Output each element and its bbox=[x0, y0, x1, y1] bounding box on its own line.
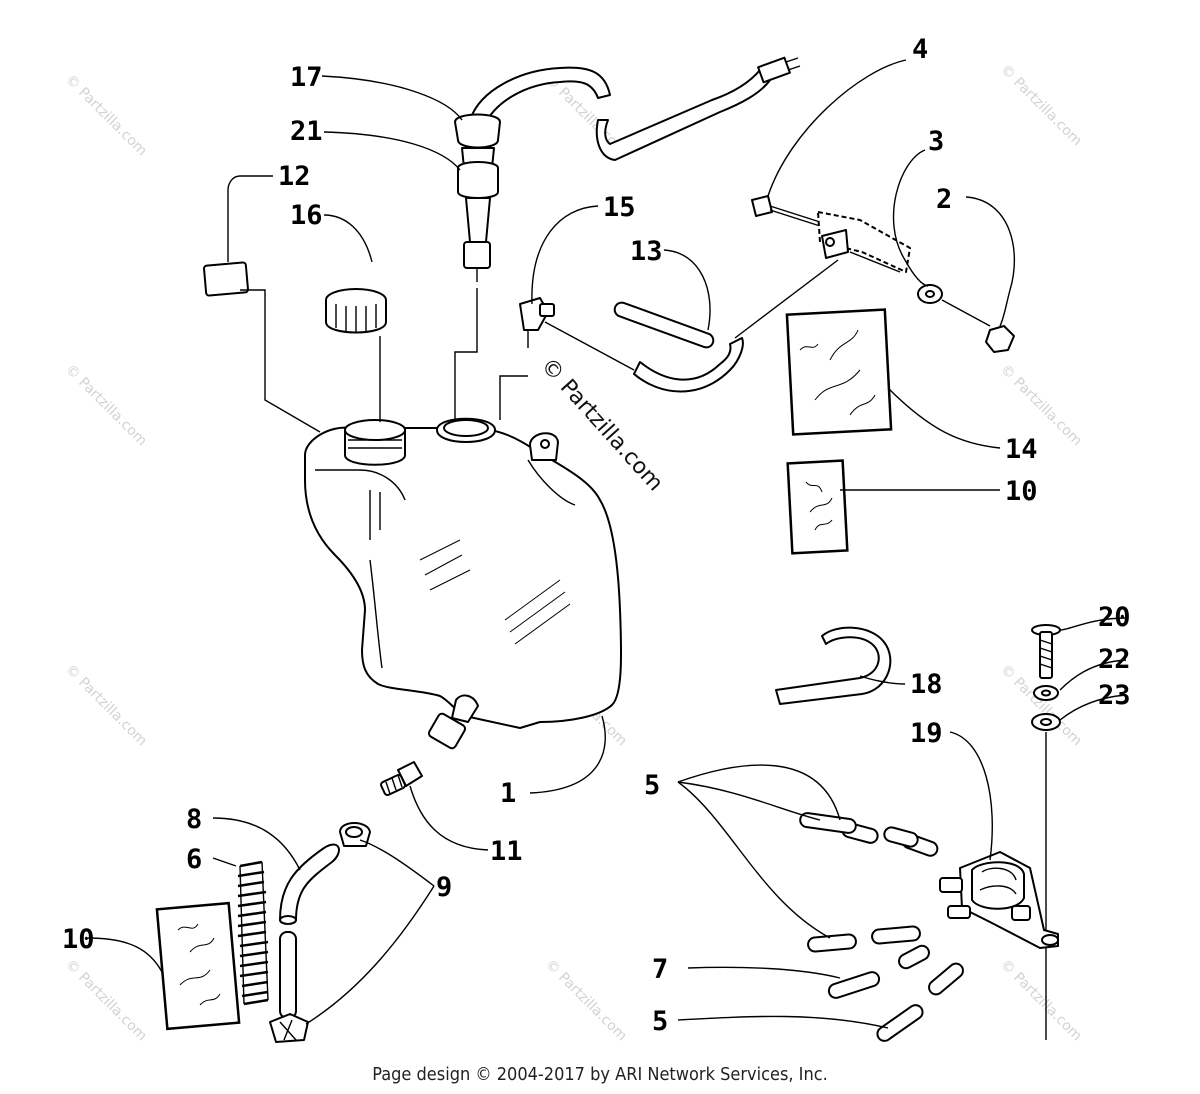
callout-18: 18 bbox=[910, 669, 943, 700]
callout-2: 2 bbox=[936, 184, 952, 215]
watermark: © Partzilla.com bbox=[62, 72, 150, 160]
callout-5: 5 bbox=[652, 1006, 668, 1037]
callout-10: 10 bbox=[62, 924, 95, 955]
callouts: 17 21 12 16 15 13 4 3 2 14 10 20 18 22 2… bbox=[62, 34, 1131, 1037]
watermark: © Partzilla.com bbox=[997, 957, 1085, 1045]
callout-11: 11 bbox=[490, 836, 523, 867]
callout-1: 1 bbox=[500, 778, 516, 809]
outlet-fittings bbox=[269, 761, 423, 1043]
leader-lines bbox=[87, 59, 1127, 1029]
watermark: © Partzilla.com bbox=[62, 362, 150, 450]
watermark: © Partzilla.com bbox=[62, 957, 150, 1045]
callout-14: 14 bbox=[1005, 434, 1038, 465]
pump-hoses bbox=[799, 812, 964, 1042]
mounting-hardware bbox=[734, 195, 1015, 353]
watermark: © Partzilla.com bbox=[542, 957, 630, 1045]
callout-12: 12 bbox=[278, 161, 311, 192]
callout-22: 22 bbox=[1098, 644, 1131, 675]
callout-13: 13 bbox=[630, 236, 663, 267]
callout-3: 3 bbox=[928, 126, 944, 157]
callout-16: 16 bbox=[290, 200, 323, 231]
vent-hoses bbox=[544, 301, 744, 393]
watermark: © Partzilla.com bbox=[62, 662, 150, 750]
tank-cap bbox=[325, 288, 387, 334]
callout-8: 8 bbox=[186, 804, 202, 835]
elbow-fitting bbox=[519, 297, 555, 348]
callout-6: 6 bbox=[186, 844, 202, 875]
callout-17: 17 bbox=[290, 62, 323, 93]
vent-hose-assembly bbox=[454, 56, 801, 282]
callout-4: 4 bbox=[912, 34, 928, 65]
oil-pump bbox=[939, 851, 1059, 949]
spring bbox=[237, 860, 269, 1006]
callout-21: 21 bbox=[290, 116, 323, 147]
decal-large bbox=[785, 308, 893, 436]
callout-9: 9 bbox=[436, 872, 452, 903]
screw-and-washers bbox=[1031, 624, 1061, 1040]
callout-10: 10 bbox=[1005, 476, 1038, 507]
hose-clamp bbox=[775, 626, 892, 705]
callout-23: 23 bbox=[1098, 680, 1131, 711]
callout-7: 7 bbox=[652, 954, 668, 985]
page-footer: Page design © 2004-2017 by ARI Network S… bbox=[372, 1064, 828, 1085]
callout-5: 5 bbox=[644, 770, 660, 801]
small-decal bbox=[203, 261, 249, 297]
watermark: © Partzilla.com bbox=[997, 62, 1085, 150]
oil-tank bbox=[304, 417, 623, 750]
decal-small-right bbox=[786, 459, 849, 555]
callout-19: 19 bbox=[910, 718, 943, 749]
decal-small-left bbox=[155, 901, 241, 1031]
callout-20: 20 bbox=[1098, 602, 1131, 633]
callout-15: 15 bbox=[603, 192, 636, 223]
